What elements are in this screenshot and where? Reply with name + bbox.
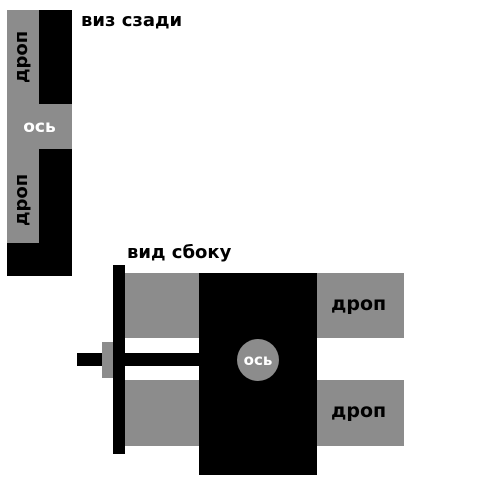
side-view-title: вид сбоку	[127, 242, 232, 263]
side-view-rope-bottom-label: дроп	[331, 400, 387, 422]
back-view-rope-bottom-label: дроп	[11, 173, 32, 226]
side-view-axle: ось	[237, 339, 279, 381]
side-view-plate	[113, 265, 125, 454]
back-view-axle-label: ось	[23, 116, 56, 137]
side-view-rope-top-label: дроп	[331, 293, 387, 315]
side-view-axle-label: ось	[243, 351, 273, 369]
back-view-rope-top-label: дроп	[11, 30, 32, 83]
back-view-axle: ось	[7, 104, 72, 149]
back-view-rope-bottom	[7, 149, 39, 243]
back-view-title: виз сзади	[81, 10, 183, 31]
side-view-axle-rod	[77, 353, 203, 366]
back-view-rope-top	[7, 10, 39, 104]
